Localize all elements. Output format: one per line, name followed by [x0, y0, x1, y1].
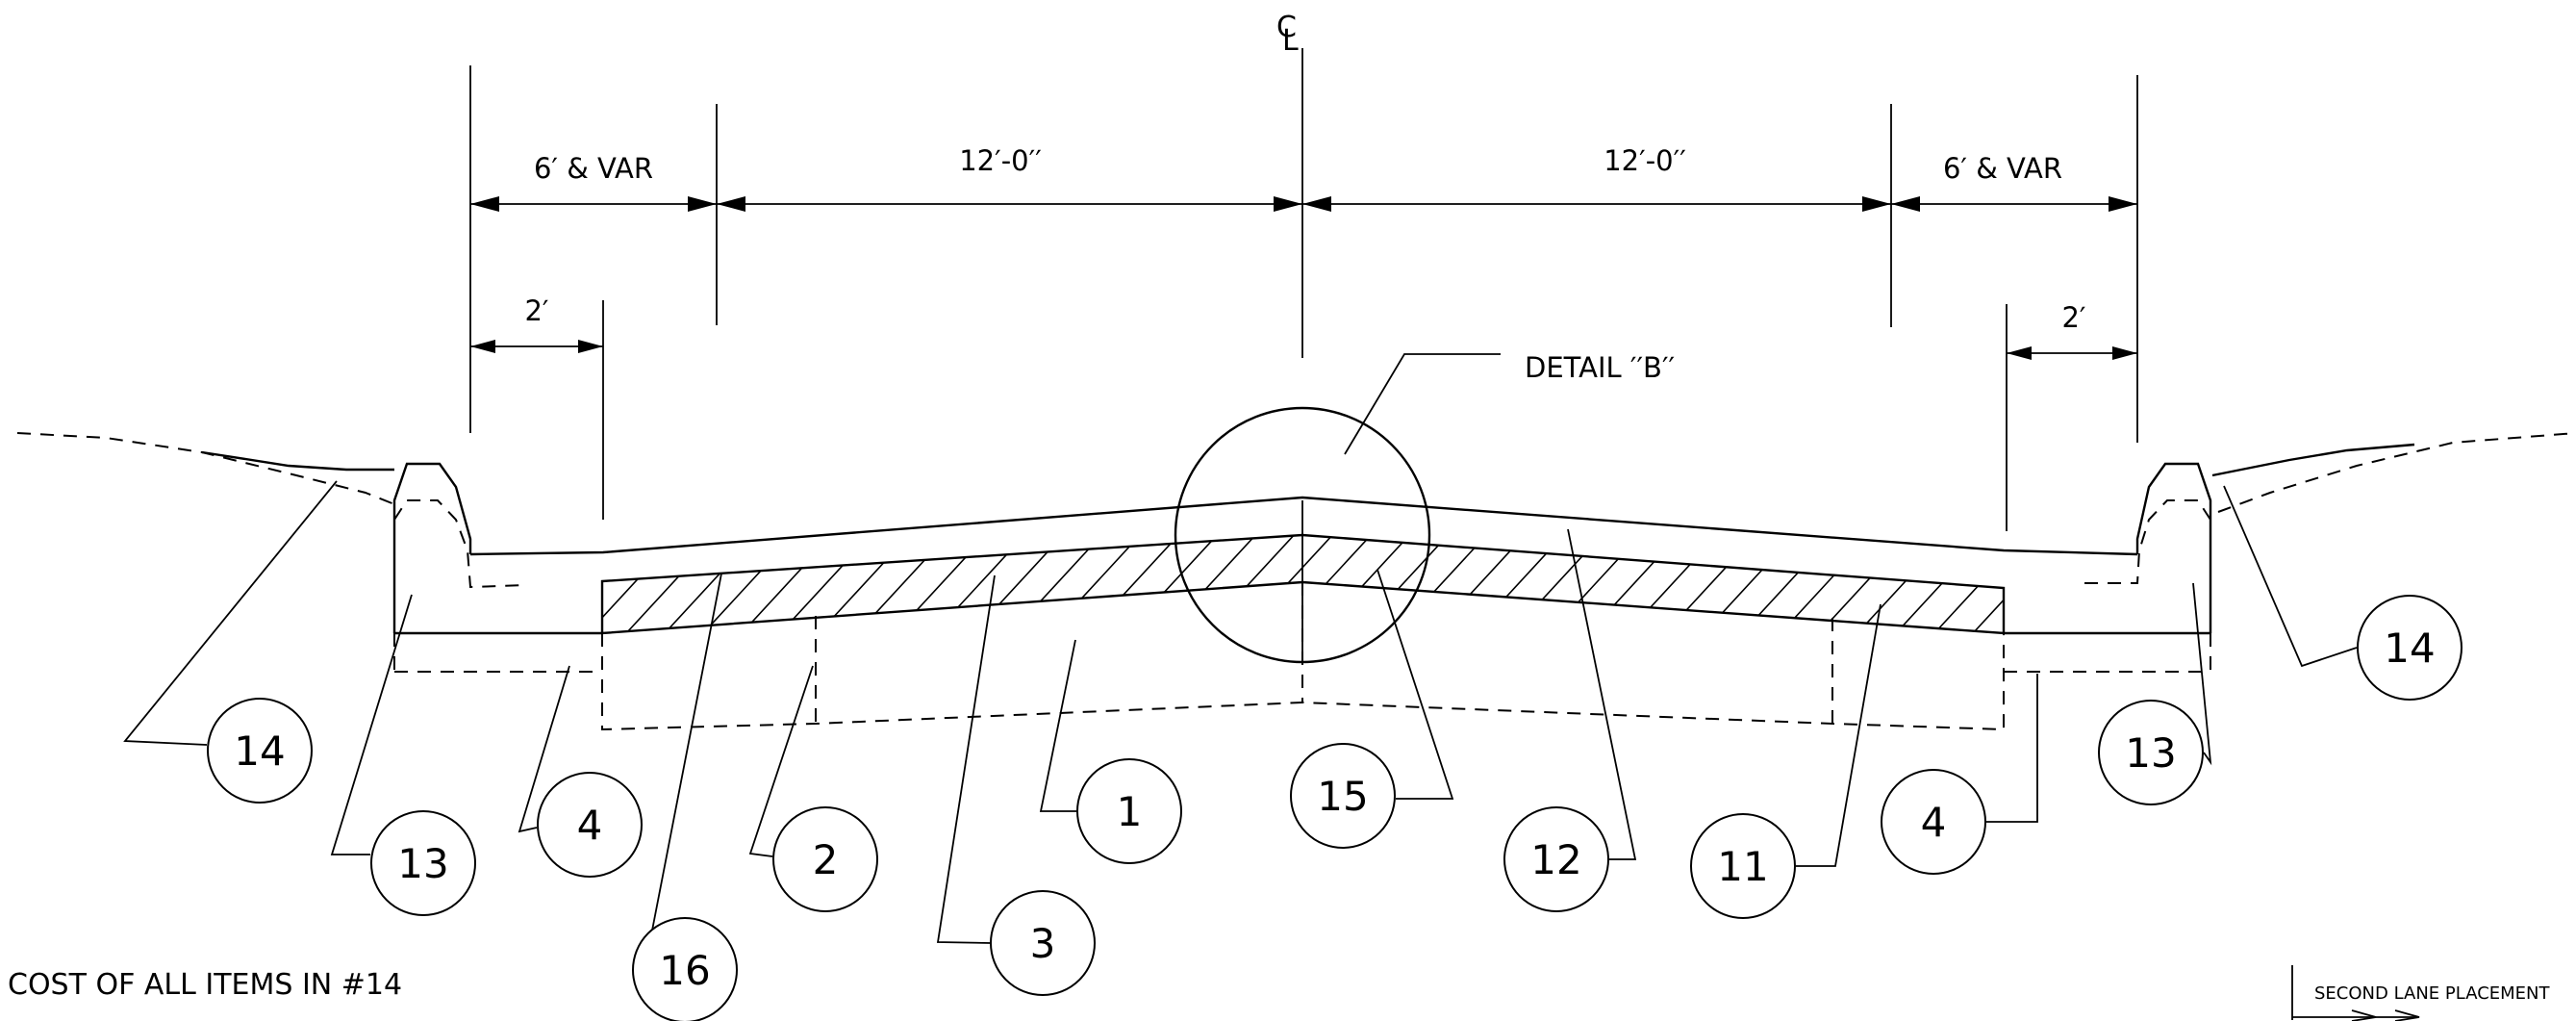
callout-leader	[936, 574, 996, 944]
hatch-line	[1307, 535, 1425, 633]
hatch-line	[1769, 535, 1886, 633]
hatch-line	[961, 535, 1078, 633]
callout-number: 14	[2384, 625, 2435, 672]
hatch-line	[1346, 535, 1463, 633]
hatch-line	[807, 535, 924, 633]
callout-number: 2	[813, 836, 839, 883]
callout-number: 13	[397, 840, 448, 887]
dim-gutter-left: 2′	[524, 294, 548, 327]
dim-lane-left: 12′-0′′	[959, 144, 1042, 177]
dimension-line-gutter-right	[2007, 346, 2137, 360]
curb-left	[392, 462, 528, 633]
callout-number: 1	[1117, 788, 1143, 835]
callout-circle	[990, 890, 1096, 996]
callout-leader	[1567, 528, 1637, 860]
centerline-symbol: C L	[1276, 11, 1299, 58]
hatch-line	[1423, 535, 1540, 633]
dim-lane-right: 12′-0′′	[1604, 144, 1686, 177]
callout-leader	[1039, 639, 1076, 812]
extension-lines	[469, 65, 2138, 531]
hatch-line	[1961, 535, 2004, 633]
hatch-line	[1500, 535, 1617, 633]
hatch-line	[1038, 535, 1155, 633]
callout-leader	[1796, 603, 1881, 867]
second-lane-placement-legend: SECOND LANE PLACEMENT	[2291, 965, 2550, 1021]
callout-leader	[632, 573, 722, 971]
callout-leader	[2192, 582, 2212, 766]
hatch-line	[922, 535, 1040, 633]
callout-bubbles: 14 13 4 16 2 3 1 15 12 11 4 13 14	[123, 480, 2462, 1021]
hatch-line	[1384, 535, 1502, 633]
hatch-line	[602, 535, 694, 633]
callout-leader	[1986, 674, 2038, 823]
callout-circle	[772, 806, 878, 912]
callout-circle	[207, 698, 313, 804]
callout-leader	[123, 480, 338, 746]
callout-leader	[518, 665, 570, 833]
existing-ground-right	[2211, 432, 2576, 513]
hatch-line	[1538, 535, 1655, 633]
hatch-line	[999, 535, 1117, 633]
detail-b-leader	[1344, 353, 1501, 455]
callout-leader	[2223, 485, 2358, 668]
hatch-line	[884, 535, 1001, 633]
hatch-line	[1461, 535, 1578, 633]
callout-leader	[1376, 569, 1454, 800]
callout-number: 16	[659, 947, 710, 994]
dim-shoulder-left: 6′ & VAR	[534, 152, 653, 185]
callout-circle	[2357, 595, 2462, 701]
callout-circle	[2098, 700, 2204, 805]
hatch-line	[1654, 535, 1771, 633]
hatch-line	[1153, 535, 1271, 633]
hatch-line	[602, 535, 655, 633]
legend-label: SECOND LANE PLACEMENT	[2314, 983, 2550, 1004]
callout-number: 4	[1921, 799, 1947, 846]
callout-number: 11	[1717, 843, 1768, 890]
callout-leader	[748, 665, 814, 857]
dimension-line-gutter-left	[470, 340, 603, 353]
callout-number: 3	[1030, 920, 1056, 967]
base-layers	[393, 582, 2211, 731]
centerline-l: L	[1282, 24, 1299, 58]
centerline-c: C	[1276, 11, 1297, 44]
curb-right	[2078, 462, 2212, 633]
callout-circle	[1690, 813, 1796, 919]
callout-number: 12	[1530, 836, 1581, 883]
callout-number: 14	[234, 727, 285, 775]
callout-circle	[537, 772, 643, 878]
callout-circle	[632, 917, 738, 1021]
finished-surface	[469, 496, 2138, 556]
hatch-line	[846, 535, 963, 633]
callout-circle	[1290, 743, 1396, 849]
hatch-line	[1577, 535, 1694, 633]
callout-circle	[1881, 769, 1986, 875]
hatch-line	[1692, 535, 1809, 633]
callout-number: 13	[2125, 729, 2176, 777]
detail-b-circle	[1174, 406, 1431, 664]
callout-circle	[1503, 806, 1609, 912]
callout-leader	[330, 594, 413, 855]
hatch-line	[1615, 535, 1732, 633]
dim-shoulder-right: 6′ & VAR	[1943, 152, 2062, 185]
callout-circle	[1076, 758, 1182, 864]
callout-number: 15	[1317, 773, 1368, 820]
callout-circle	[370, 810, 476, 916]
existing-ground-left	[16, 432, 395, 505]
detail-b-label: DETAIL ′′B′′	[1525, 351, 1675, 384]
hatch-line	[2000, 535, 2004, 633]
callout-number: 4	[577, 802, 603, 849]
cost-note: COST OF ALL ITEMS IN #14	[8, 968, 402, 1002]
dim-gutter-right: 2′	[2061, 301, 2085, 334]
dimension-line-top	[470, 196, 2137, 212]
